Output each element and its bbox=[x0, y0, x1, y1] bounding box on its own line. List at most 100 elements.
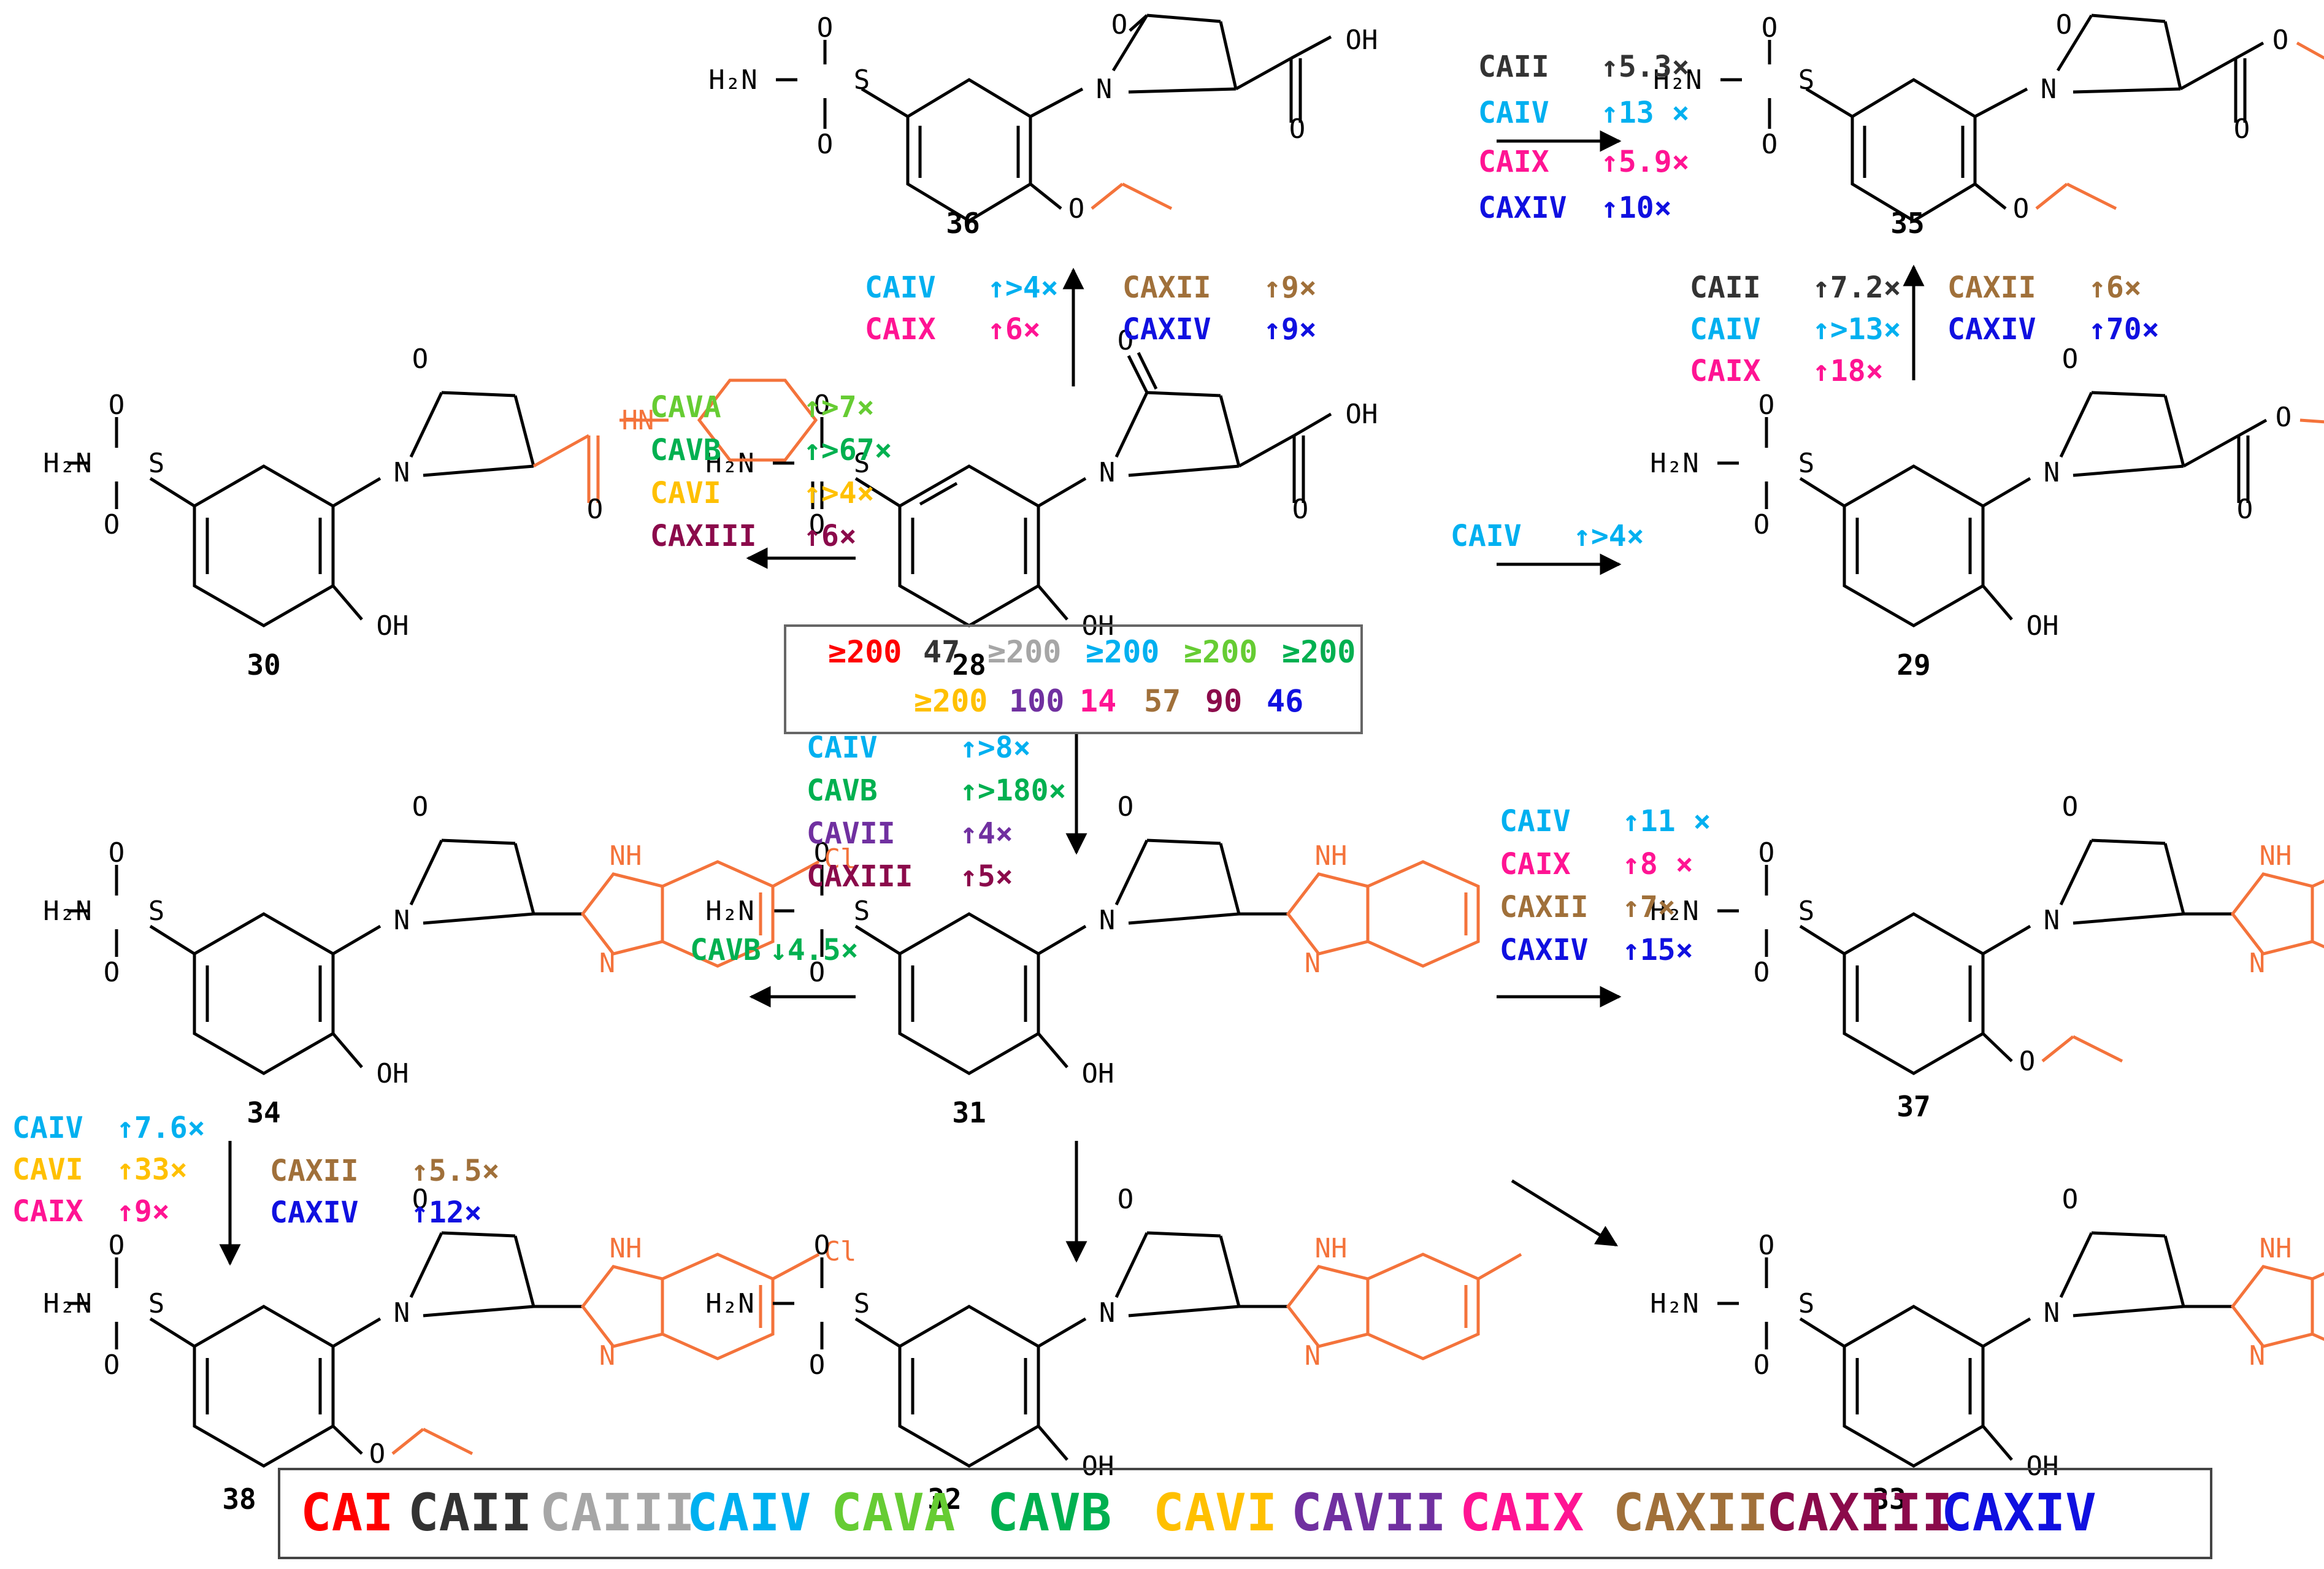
atom-o: O bbox=[2062, 343, 2079, 375]
fold-change: ↑>13× bbox=[1812, 312, 1901, 347]
atom-nh2: H₂N bbox=[708, 64, 757, 96]
isoform-label: CAIV bbox=[12, 1111, 83, 1145]
fold-change: ↑6× bbox=[2088, 270, 2142, 305]
atom-cl: Cl bbox=[824, 1236, 857, 1267]
fold-change: ↑>4× bbox=[988, 270, 1059, 305]
annotation-29-to-35: CAII↑7.2×CAIV↑>13×CAIX↑18×CAXII↑6×CAXIV↑… bbox=[1690, 270, 2160, 388]
isoform-label: CAXIV bbox=[270, 1195, 359, 1230]
fold-change: ↑33× bbox=[117, 1153, 188, 1187]
atom-s: S bbox=[854, 1288, 870, 1319]
fold-change: ↑>67× bbox=[803, 433, 892, 467]
atom-oh: OH bbox=[2027, 610, 2059, 642]
fold-change: ↑>7× bbox=[803, 390, 875, 424]
ki-value: ≥200 bbox=[1184, 634, 1257, 670]
atom-s: S bbox=[854, 448, 870, 479]
isoform-label: CAXII bbox=[1122, 270, 1211, 305]
atom-o: O bbox=[2272, 25, 2289, 56]
atom-oh: OH bbox=[1082, 1451, 1114, 1482]
atom-o: O bbox=[2062, 1184, 2079, 1215]
isoform-label: CAXIV bbox=[1500, 933, 1589, 967]
atom-o: O bbox=[2013, 193, 2030, 224]
atom-nh2: H₂N bbox=[1650, 1288, 1698, 1319]
atom-o: O bbox=[2056, 9, 2073, 40]
atom-o: O bbox=[809, 509, 826, 540]
atom-o: O bbox=[1118, 325, 1134, 356]
atom-o: O bbox=[1758, 389, 1775, 421]
compound-30: S H₂N O O N O O HN OH 30 bbox=[43, 343, 818, 681]
ki-value: 46 bbox=[1267, 683, 1303, 719]
atom-n: N bbox=[1096, 74, 1113, 105]
atom-nh2: H₂N bbox=[43, 896, 91, 927]
compound-label: 28 bbox=[952, 648, 986, 681]
isoform-label: CAII bbox=[1478, 50, 1549, 84]
fold-change: ↑13 × bbox=[1601, 96, 1690, 130]
atom-s: S bbox=[148, 896, 165, 927]
isoform-label: CAVB bbox=[650, 433, 721, 467]
isoform-label: CAIV bbox=[1451, 519, 1522, 553]
atom-n: N bbox=[2044, 905, 2060, 936]
isoform-label: CAII bbox=[1690, 270, 1761, 305]
atom-o: O bbox=[1118, 1184, 1134, 1215]
atom-n: N bbox=[1305, 1340, 1321, 1371]
atom-s: S bbox=[854, 64, 870, 96]
atom-oh: OH bbox=[1346, 399, 1378, 430]
atom-n: N bbox=[599, 948, 616, 979]
atom-n: N bbox=[599, 1340, 616, 1371]
fold-change: ↑9× bbox=[1264, 270, 1317, 305]
ki-value: ≥200 bbox=[988, 634, 1061, 670]
atom-s: S bbox=[854, 896, 870, 927]
fold-change: ↑7× bbox=[1622, 890, 1676, 924]
compound-34: S H₂N O O N O NH N Cl OH 34 bbox=[43, 791, 856, 1129]
atom-nh: NH bbox=[610, 1233, 642, 1264]
compound-label: 35 bbox=[1890, 207, 1924, 240]
isoform-label: CAXII bbox=[1500, 890, 1589, 924]
compound-28: S H₂N O O N O O OH OH 28 bbox=[705, 325, 1378, 681]
compound-29: S H₂N O O N O O O OH 29 bbox=[1650, 343, 2324, 681]
fold-change: ↑8 × bbox=[1622, 847, 1693, 881]
atom-oh: OH bbox=[2027, 1451, 2059, 1482]
atom-o: O bbox=[412, 1184, 429, 1215]
atom-nh2: H₂N bbox=[705, 1288, 754, 1319]
ki-value: ≥200 bbox=[914, 683, 988, 719]
atom-s: S bbox=[1798, 896, 1815, 927]
compound-label: 29 bbox=[1896, 648, 1930, 681]
atom-n: N bbox=[2044, 1297, 2060, 1329]
atom-o: O bbox=[2276, 402, 2292, 433]
fold-change: ↑70× bbox=[2088, 312, 2160, 347]
fold-change: ↓4.5× bbox=[770, 933, 859, 967]
atom-nh2: H₂N bbox=[1653, 64, 1701, 96]
ki-value: ≥200 bbox=[1282, 634, 1356, 670]
atom-o: O bbox=[109, 837, 125, 869]
compound-label: 31 bbox=[952, 1096, 986, 1129]
atom-o: O bbox=[369, 1438, 386, 1470]
annotation-36-to-35: CAII↑5.3×CAIV↑13 ×CAIX↑5.9×CAXIV↑10× bbox=[1478, 50, 1690, 225]
isoform-label: CAIV bbox=[807, 731, 878, 765]
atom-o: O bbox=[1292, 494, 1309, 525]
fold-change: ↑>4× bbox=[803, 476, 875, 510]
atom-n: N bbox=[394, 457, 410, 488]
atom-nh: NH bbox=[2260, 1233, 2292, 1264]
compound-36: S H₂N O O N O O OH O 36 bbox=[708, 9, 1378, 240]
annotation-28-to-29: CAIV↑>4× bbox=[1451, 519, 1644, 553]
atom-s: S bbox=[1798, 64, 1815, 96]
values-box bbox=[784, 624, 1363, 734]
isoform-label: CAVI bbox=[650, 476, 721, 510]
fold-change: ↑7.6× bbox=[117, 1111, 205, 1145]
atom-n: N bbox=[2041, 74, 2057, 105]
compound-label: 38 bbox=[222, 1483, 256, 1516]
annotation-28-to-31: CAIV↑>8×CAVB↑>180×CAVII↑4×CAXIII↑5× bbox=[807, 731, 1066, 894]
atom-o: O bbox=[1754, 509, 1770, 540]
compound-label: 36 bbox=[946, 207, 980, 240]
atom-hn: HN bbox=[622, 405, 654, 436]
annotation-28-to-30: CAVA↑>7×CAVB↑>67×CAVI↑>4×CAXIII↑6× bbox=[650, 390, 892, 553]
fold-change: ↑5.9× bbox=[1601, 145, 1690, 179]
atom-nh: NH bbox=[610, 840, 642, 872]
atom-o: O bbox=[1068, 193, 1085, 224]
atom-nh: NH bbox=[1315, 1233, 1348, 1264]
isoform-label: CAVII bbox=[807, 816, 895, 851]
compound-33: S H₂N O O N O NH N F OH 33 bbox=[1650, 1184, 2324, 1516]
atom-o: O bbox=[2234, 113, 2250, 145]
atom-o: O bbox=[412, 343, 429, 375]
